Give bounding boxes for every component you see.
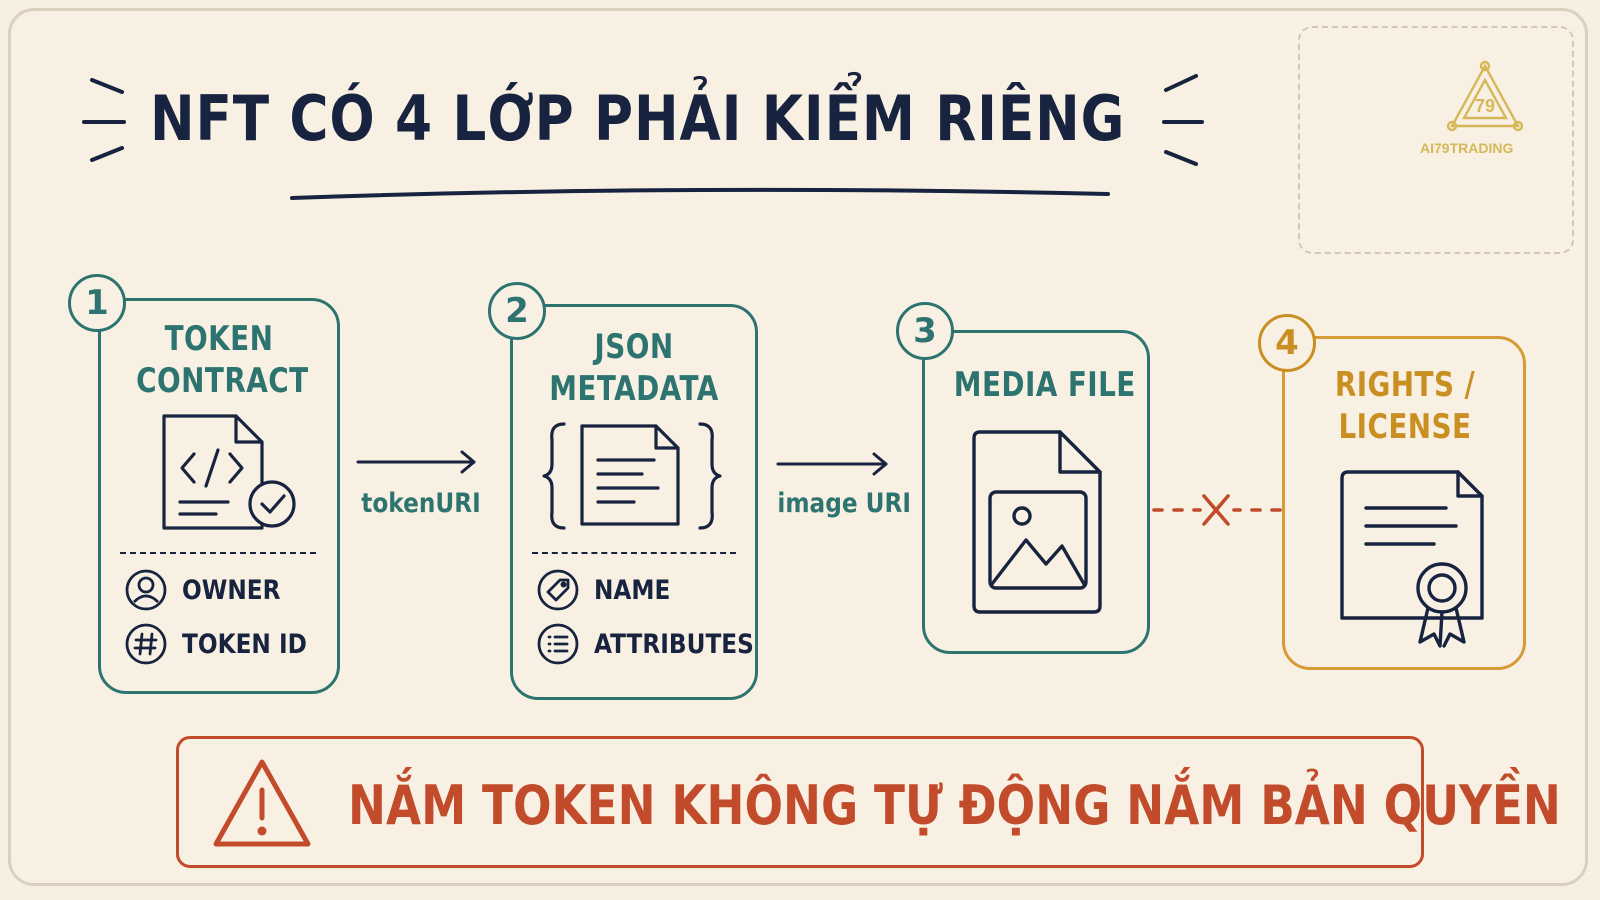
card-divider	[532, 552, 736, 554]
arrow-right-icon	[356, 450, 476, 474]
json-document-icon	[542, 422, 722, 530]
list-icon	[537, 623, 579, 665]
layer-number-2: 2	[488, 282, 546, 340]
connector-label-tokenuri: tokenURI	[361, 488, 481, 519]
layer-number-1: 1	[68, 274, 126, 332]
tag-icon	[537, 569, 579, 611]
layer-title-line1: MEDIA FILE	[953, 365, 1136, 405]
card-divider	[120, 552, 316, 554]
logo-text: AI79TRADING	[1420, 140, 1514, 156]
logo-box	[1298, 26, 1574, 254]
field-label: NAME	[594, 574, 671, 606]
layer-number-3: 3	[896, 302, 954, 360]
layer-title-line2: METADATA	[549, 369, 719, 409]
field-label: ATTRIBUTES	[594, 628, 754, 660]
title-underline	[290, 187, 1110, 200]
field-name: NAME	[536, 568, 683, 612]
broken-link-x-icon	[1152, 494, 1282, 526]
layer-number-4: 4	[1258, 314, 1316, 372]
layer-title-line1: TOKEN	[164, 319, 274, 359]
field-label: OWNER	[182, 574, 281, 606]
connector-label-image-uri: image URI	[777, 488, 912, 519]
warning-text: NẮM TOKEN KHÔNG TỰ ĐỘNG NẮM BẢN QUYỀN	[348, 774, 1561, 837]
field-label: TOKEN ID	[182, 628, 307, 660]
layer-card-media-file	[922, 330, 1150, 654]
poster-frame	[8, 8, 1588, 886]
field-token-id: TOKEN ID	[124, 622, 327, 666]
layer-title-line2: LICENSE	[1338, 407, 1472, 447]
layer-title-line2: CONTRACT	[136, 361, 309, 401]
layer-title-line1: JSON	[594, 327, 674, 367]
layer-card-token-contract	[98, 298, 340, 694]
svg-text:79: 79	[1475, 96, 1495, 116]
layer-card-rights-license	[1282, 336, 1526, 670]
user-icon	[125, 569, 167, 611]
certificate-icon	[1340, 470, 1484, 648]
title-accent-left-icon	[82, 78, 126, 162]
hash-icon	[125, 623, 167, 665]
image-file-icon	[972, 430, 1102, 614]
warning-triangle-icon	[213, 759, 311, 847]
layer-card-json-metadata	[510, 304, 758, 700]
layer-title-line1: RIGHTS /	[1334, 365, 1476, 405]
warning-banner	[176, 736, 1424, 868]
page-title: NFT CÓ 4 LỚP PHẢI KIỂM RIÊNG	[150, 82, 1126, 155]
code-file-check-icon	[162, 414, 296, 530]
arrow-right-icon	[776, 452, 888, 476]
field-owner: OWNER	[124, 568, 297, 612]
ai79-logo-icon: 79	[1446, 60, 1524, 132]
title-accent-right-icon	[1162, 74, 1204, 166]
field-attributes: ATTRIBUTES	[536, 622, 780, 666]
